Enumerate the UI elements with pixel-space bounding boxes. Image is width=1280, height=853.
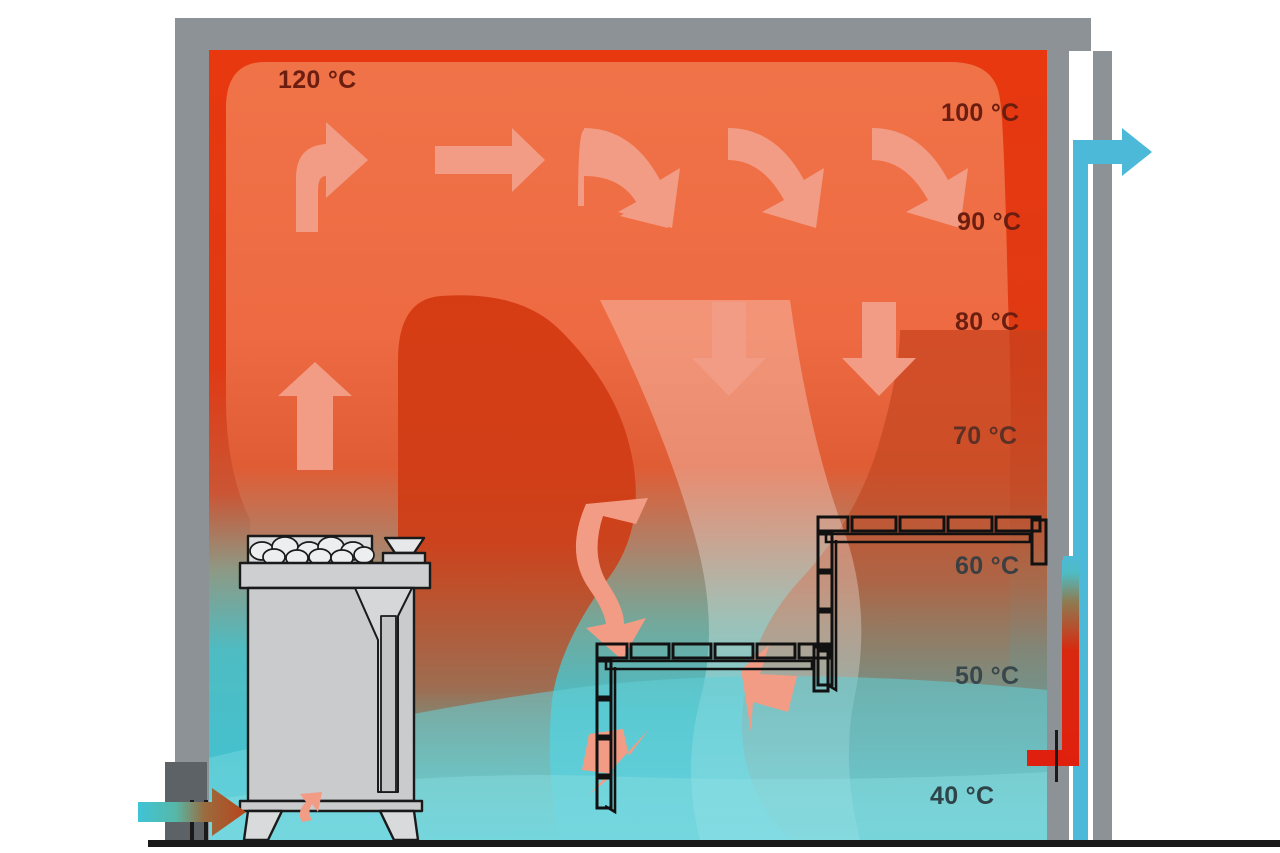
upper-bench-frame [824,532,1032,544]
lower-bench-seat-slats [595,642,833,660]
wall-left [175,18,211,840]
upper-bench[interactable] [816,515,1048,693]
exhaust-arrow [1073,128,1152,176]
arrow-down-1 [692,302,766,396]
arrow-diagonal-down-right [741,645,797,732]
arrow-right-1 [435,128,545,192]
arrow-curve-up-right [296,122,368,232]
cool-layer-lower [209,772,1047,840]
hot-air-arrow-group [278,122,968,795]
lower-bench-frame [604,659,814,671]
arrow-curve-middle-down [575,498,648,660]
lower-bench-right-slat [812,645,830,693]
heat-plume [398,295,636,840]
upper-bench-seat-slats [816,515,1042,533]
lower-bench-leg-edge [604,667,617,815]
arrow-curve-right-down-3 [872,128,968,228]
wall-vent-slot [1055,730,1058,782]
exhaust-pipe-riser [1063,556,1079,766]
arrow-down-2 [842,302,916,396]
sauna-heater[interactable] [238,534,432,842]
exhaust-outlet [1027,128,1152,840]
arrow-curve-right-down-2 [728,128,824,228]
sauna-room-structure [175,18,1112,840]
heater-inner-tube [380,615,397,793]
fresh-air-intake [138,762,246,840]
arrow-heater-intake [299,792,322,822]
lower-bench-leg-slats [595,659,613,810]
wall-ceiling [175,18,1091,51]
floor-line [148,840,1280,847]
lower-bench[interactable] [595,642,833,815]
arrow-curve-right-down-1-body [584,128,680,228]
arrow-up-heater [278,362,352,470]
cool-layer-upper [209,676,1047,840]
intake-arrow [138,788,246,836]
intake-duct-outer [165,762,207,840]
wall-right-outer [1093,51,1112,840]
heater-top-slab [238,561,432,590]
heater-base-plate [238,799,424,813]
upper-bench-right-slat [1030,518,1048,566]
